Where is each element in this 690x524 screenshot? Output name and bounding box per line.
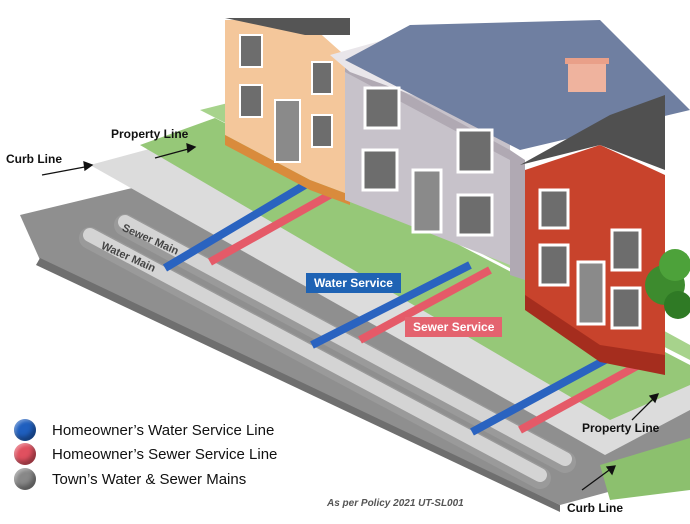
gray-dot-icon — [14, 468, 36, 490]
lawn — [600, 438, 690, 500]
gray-house — [330, 20, 690, 280]
road-edge — [36, 258, 560, 512]
peach-house — [225, 18, 350, 205]
blue-dot-icon — [14, 419, 36, 441]
red-dot-icon — [14, 443, 36, 465]
legend-label: Homeowner’s Sewer Service Line — [52, 445, 278, 463]
red-house — [520, 95, 665, 375]
legend-label: Homeowner’s Water Service Line — [52, 421, 275, 439]
curb-line-top-label: Curb Line — [6, 152, 62, 166]
property-line-bottom-label: Property Line — [582, 421, 660, 435]
legend-item-water: Homeowner’s Water Service Line — [14, 419, 274, 441]
grass-strip — [140, 118, 690, 420]
legend-item-sewer: Homeowner’s Sewer Service Line — [14, 443, 277, 465]
legend-label: Town’s Water & Sewer Mains — [52, 470, 247, 488]
property-line-top-label: Property Line — [111, 127, 189, 141]
tree — [645, 249, 690, 319]
sewer-service-tag: Sewer Service — [405, 317, 503, 337]
water-service-tag: Water Service — [306, 273, 401, 293]
road — [20, 156, 690, 505]
water-main-pipe — [79, 227, 551, 489]
curb-line-bottom-label: Curb Line — [567, 501, 623, 515]
callout-arrows — [41, 143, 660, 491]
legend-item-mains: Town’s Water & Sewer Mains — [14, 468, 246, 490]
policy-note: As per Policy 2021 UT-SL001 — [327, 498, 464, 509]
service-lines — [162, 181, 650, 436]
